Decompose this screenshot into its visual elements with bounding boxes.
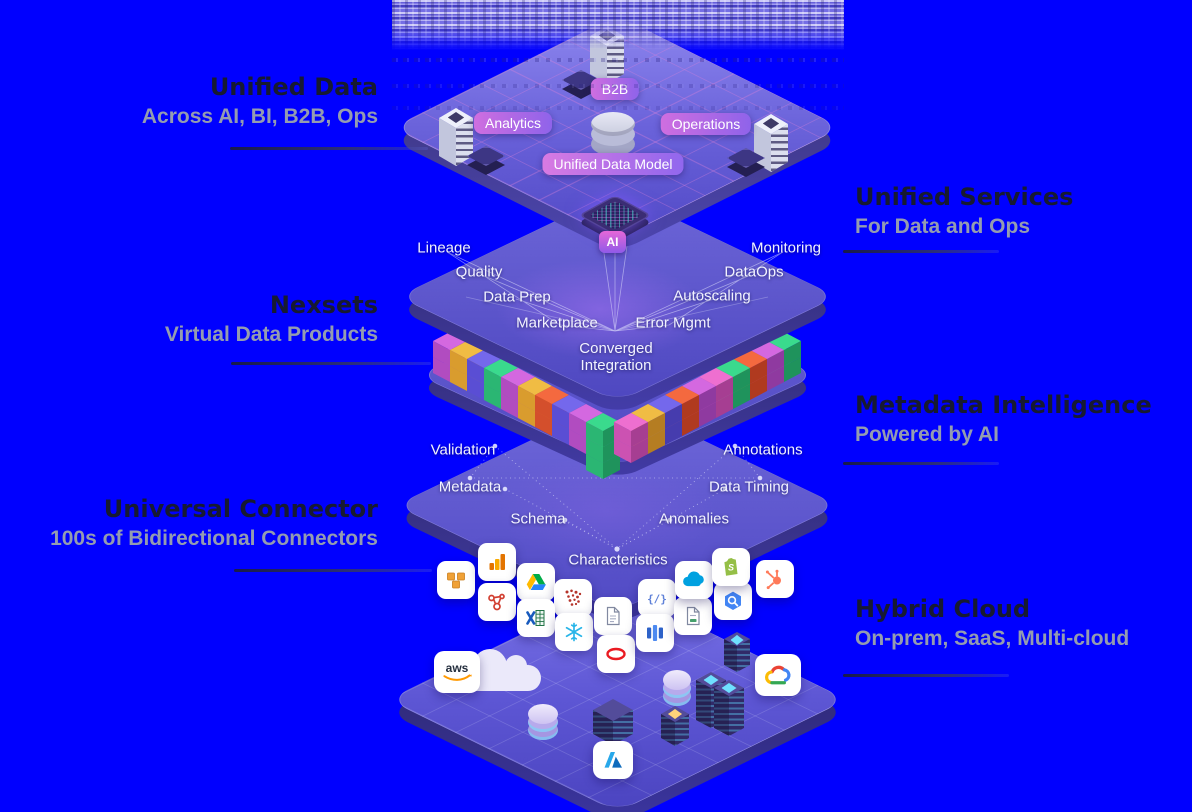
layer-stack-icon	[562, 70, 600, 100]
server-icon	[439, 108, 473, 166]
document-icon	[594, 597, 632, 635]
layer-stack-icon	[727, 148, 765, 178]
annotation-hybrid-cloud: Hybrid Cloud On-prem, SaaS, Multi-cloud	[855, 595, 1130, 651]
pill-unified-data-model: Unified Data Model	[542, 153, 684, 175]
annotation-subtitle: For Data and Ops	[855, 214, 1031, 238]
dither-noise-row	[392, 106, 844, 110]
annotation-title: Unified Services	[855, 183, 1074, 211]
ai-chip-label: AI	[599, 231, 626, 253]
annotation-unified-services: Unified Services For Data and Ops	[855, 183, 1074, 239]
leader-line	[843, 462, 999, 465]
annotation-title: Hybrid Cloud	[855, 595, 1031, 623]
ai-chip-icon	[578, 195, 652, 243]
metadata-label-characteristics: Characteristics	[568, 551, 668, 569]
database-icon	[528, 704, 558, 742]
annotation-subtitle: 100s of Bidirectional Connectors	[50, 526, 378, 550]
hubspot-icon	[756, 560, 794, 598]
dither-noise-row	[392, 84, 844, 88]
annotation-subtitle: Across AI, BI, B2B, Ops	[141, 104, 378, 128]
shopify-icon: S	[712, 548, 750, 586]
service-label-converged-integration: Converged Integration	[579, 340, 653, 374]
google-cloud-icon	[755, 654, 801, 696]
code-icon: {/}	[638, 579, 676, 617]
azure-icon	[593, 741, 633, 779]
annotation-title: Universal Connector	[103, 495, 378, 523]
server-icon	[754, 114, 788, 172]
annotation-subtitle: On-prem, SaaS, Multi-cloud	[855, 626, 1130, 650]
snowflake-icon	[555, 613, 593, 651]
sql-server-icon	[554, 579, 592, 617]
google-drive-icon	[517, 563, 555, 601]
svg-text:aws: aws	[446, 661, 469, 675]
oracle-icon	[597, 635, 635, 673]
dither-noise-row	[392, 58, 844, 62]
annotation-title: Unified Data	[209, 73, 378, 101]
amazon-s3-icon	[437, 561, 475, 599]
bigquery-icon	[714, 582, 752, 620]
annotation-subtitle: Powered by AI	[855, 422, 999, 446]
annotation-subtitle: Virtual Data Products	[164, 322, 378, 346]
svg-text:{/}: {/}	[647, 593, 667, 606]
database-icon	[663, 670, 691, 708]
aws-icon: aws	[434, 651, 480, 693]
server-tower-icon	[661, 706, 689, 746]
svg-text:S: S	[728, 563, 734, 573]
annotation-title: Metadata Intelligence	[855, 391, 1152, 419]
leader-line	[843, 674, 1009, 677]
leader-line	[230, 147, 428, 150]
server-tower-icon	[724, 632, 750, 672]
annotation-metadata-intelligence: Metadata Intelligence Powered by AI	[855, 391, 1152, 447]
annotation-unified-data: Unified Data Across AI, BI, B2B, Ops	[141, 73, 378, 129]
salesforce-icon	[675, 561, 713, 599]
data-hub-icon	[478, 583, 516, 621]
leader-line	[231, 362, 431, 365]
document-code-icon	[674, 597, 712, 635]
leader-line	[234, 569, 432, 572]
annotation-nexsets: Nexsets Virtual Data Products	[164, 291, 378, 347]
dither-noise-band	[392, 0, 844, 50]
pill-b2b: B2B	[590, 78, 640, 100]
annotation-universal-connector: Universal Connector 100s of Bidirectiona…	[50, 495, 378, 551]
database-icon	[591, 112, 635, 158]
excel-icon	[517, 599, 555, 637]
server-tower-icon	[714, 680, 744, 736]
annotation-title: Nexsets	[269, 291, 378, 319]
redshift-icon	[636, 614, 674, 652]
pill-analytics: Analytics	[473, 112, 553, 134]
leader-line	[843, 250, 999, 253]
layer-stack-icon	[467, 146, 505, 176]
pill-operations: Operations	[660, 113, 752, 135]
server-tower-icon	[593, 699, 633, 745]
